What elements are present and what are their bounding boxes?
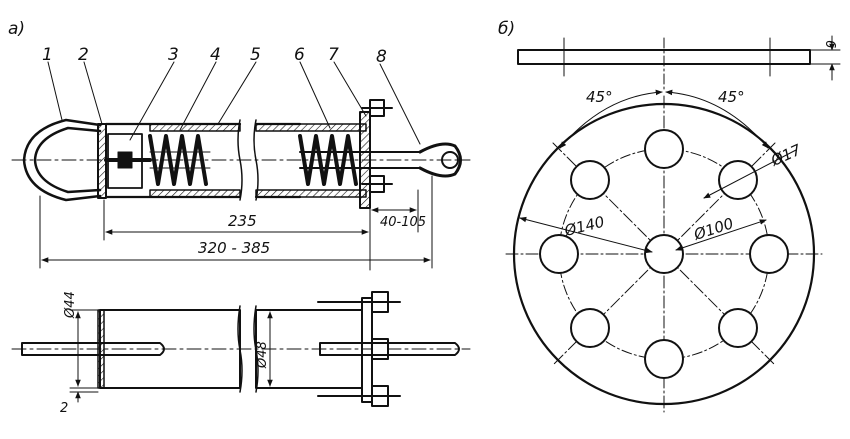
break-lines-plan bbox=[237, 305, 259, 393]
panel-label-b: б) bbox=[498, 19, 515, 39]
leader-3 bbox=[129, 61, 175, 141]
part-number-7: 7 bbox=[328, 45, 339, 65]
dim-wall-2: 2 bbox=[60, 401, 68, 416]
leader-1 bbox=[47, 61, 63, 121]
tube-wall-top-left bbox=[149, 123, 241, 132]
spring-left bbox=[148, 134, 208, 186]
leader-6 bbox=[299, 61, 331, 129]
rod-plan-right bbox=[319, 342, 460, 356]
end-plate-right bbox=[359, 111, 371, 209]
dim-line-100 bbox=[675, 219, 767, 251]
eye-hole bbox=[441, 151, 459, 169]
part-number-3: 3 bbox=[168, 45, 179, 65]
spring-right bbox=[298, 134, 358, 186]
leader-5 bbox=[217, 61, 257, 125]
dim-diam-100: Ø100 bbox=[691, 214, 736, 244]
angle-45-right: 45° bbox=[718, 88, 745, 106]
part-number-2: 2 bbox=[78, 45, 89, 65]
eye-loop bbox=[418, 142, 462, 178]
end-plate-plan bbox=[361, 297, 373, 403]
leader-8 bbox=[379, 63, 421, 145]
angle-arc-right bbox=[665, 89, 769, 149]
part-number-4: 4 bbox=[210, 45, 221, 65]
bolt-hole-bottom-right bbox=[718, 308, 758, 348]
tube-wall-top-right bbox=[255, 123, 367, 132]
wire-rod-plan bbox=[21, 342, 165, 356]
dim-diam-44: Ø44 bbox=[63, 291, 78, 319]
bolt-hole-bottom-left bbox=[570, 308, 610, 348]
panel-label-a: а) bbox=[8, 19, 25, 39]
part-number-1: 1 bbox=[42, 45, 53, 65]
panel-a-plan: Ø44 2 Ø48 bbox=[11, 291, 471, 416]
bolt-hole-top-left bbox=[570, 160, 610, 200]
dim-235: 235 bbox=[228, 212, 257, 230]
bolt-hole-bottom bbox=[644, 339, 684, 379]
dim-320-385: 320 - 385 bbox=[198, 239, 270, 257]
left-hook-inner bbox=[33, 126, 102, 194]
bolt-hole-right bbox=[749, 234, 789, 274]
dim-diam-48: Ø48 bbox=[255, 341, 270, 369]
leader-7 bbox=[333, 61, 367, 117]
leader-4 bbox=[179, 61, 217, 131]
center-hole bbox=[644, 234, 684, 274]
end-cap-plan bbox=[97, 309, 105, 389]
angle-arc-left bbox=[559, 89, 663, 149]
bolt-hole-top bbox=[644, 129, 684, 169]
part-number-6: 6 bbox=[294, 45, 305, 65]
bolt-hole-left bbox=[539, 234, 579, 274]
tube-wall-bottom-right bbox=[255, 189, 367, 198]
dim-line-17 bbox=[703, 149, 797, 199]
dim-line-140 bbox=[519, 216, 653, 254]
left-hook-outer bbox=[22, 118, 102, 202]
part-number-8: 8 bbox=[376, 47, 387, 67]
dim-thickness-6: 6 bbox=[822, 40, 837, 48]
panel-a-section: а) bbox=[8, 19, 471, 271]
dim-diam-140: Ø140 bbox=[562, 213, 607, 240]
part-number-5: 5 bbox=[250, 45, 261, 65]
leader-2 bbox=[83, 61, 103, 125]
dim-40-105: 40-105 bbox=[380, 215, 426, 230]
angle-45-left: 45° bbox=[586, 88, 613, 106]
tube-wall-bottom-left bbox=[149, 189, 241, 198]
panel-b-flange: б) 6 45° 45° Ø140 Ø1 bbox=[498, 19, 841, 413]
